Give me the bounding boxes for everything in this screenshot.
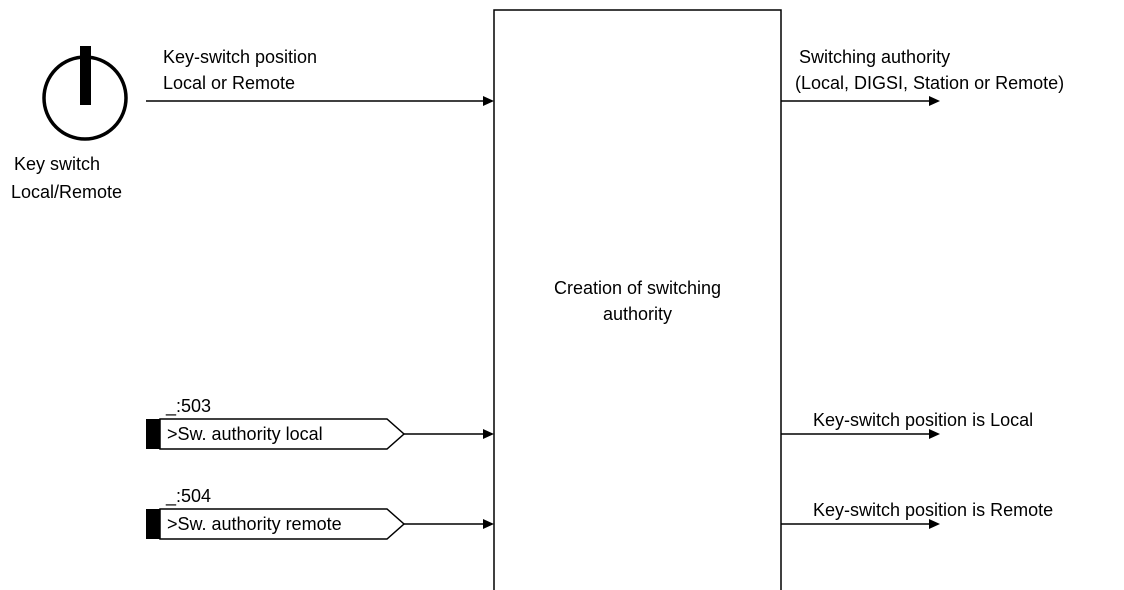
sw-authority-local-signal: [146, 418, 494, 450]
key-switch-icon: [42, 46, 128, 141]
sw-authority-remote-label: >Sw. authority remote: [167, 514, 342, 534]
switching-authority-block: [493, 9, 782, 590]
block-title-line2: authority: [602, 304, 673, 324]
key-switch-position-label-line2: Local or Remote: [163, 73, 296, 93]
key-switch-label-line2: Local/Remote: [11, 182, 123, 202]
key-switch-remote-output-arrow: [781, 519, 940, 529]
switching-authority-label-line1: Switching authority: [799, 47, 951, 67]
switching-authority-output-arrow: [781, 96, 940, 106]
sw-authority-remote-address: _:504: [166, 486, 212, 506]
sw-authority-local-address: _:503: [166, 396, 212, 416]
key-switch-label-line1: Key switch: [14, 154, 101, 174]
key-switch-local-output-arrow: [781, 429, 940, 439]
block-title-line1: Creation of switching: [553, 278, 722, 298]
sw-authority-local-label: >Sw. authority local: [167, 424, 323, 444]
key-switch-position-arrow: [146, 96, 494, 106]
key-switch-position-label-line1: Key-switch position: [163, 47, 318, 67]
key-switch-remote-output-label: Key-switch position is Remote: [813, 500, 1054, 520]
switching-authority-label-line2: (Local, DIGSI, Station or Remote): [795, 73, 1065, 93]
key-switch-local-output-label: Key-switch position is Local: [813, 410, 1034, 430]
sw-authority-remote-signal: [146, 508, 494, 540]
